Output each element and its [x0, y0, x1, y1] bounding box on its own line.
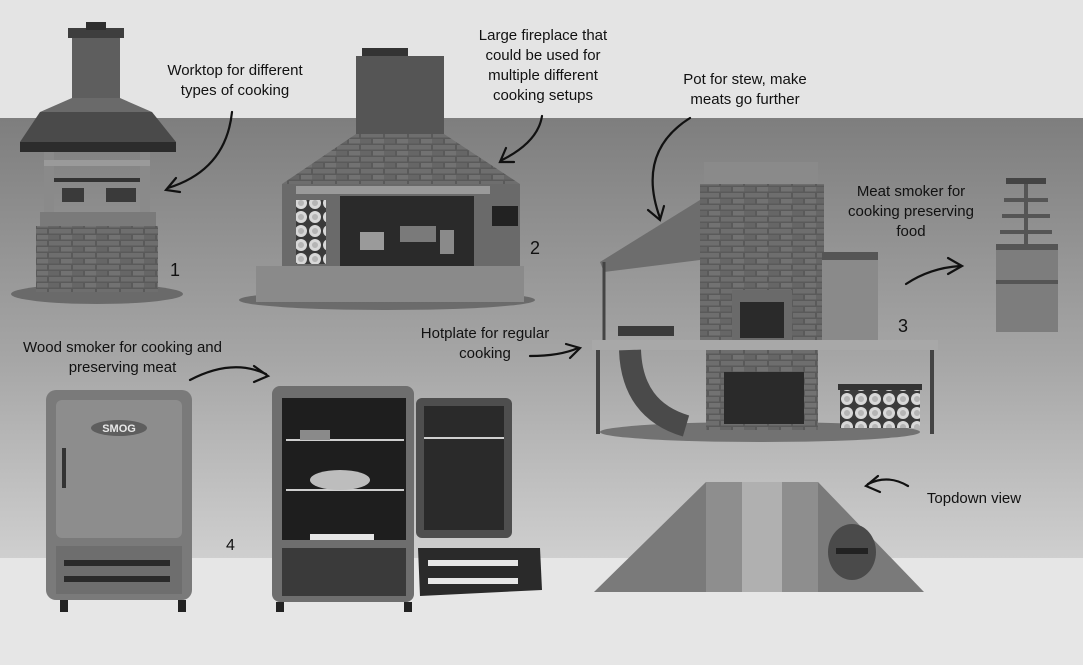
arrow-meat-smoker: [904, 264, 962, 286]
note-meat-smoker: Meat smoker for cooking preserving food: [848, 183, 974, 240]
note-fireplace: Large fireplace that could be used for m…: [478, 27, 608, 104]
note-wood-smoker: Wood smoker for cooking and preserving m…: [23, 339, 222, 376]
arrow-pot: [651, 116, 692, 220]
wood-smoker-closed-illustration: [46, 390, 192, 612]
meat-smoker-illustration: [996, 178, 1058, 332]
arrow-pot-head: [646, 204, 666, 222]
wood-smoker-open-illustration: [272, 386, 542, 612]
arrow-wood-smoker-head: [252, 364, 271, 384]
arrow-meat-smoker-head: [946, 256, 965, 276]
note-pot: Pot for stew, make meats go further: [683, 71, 807, 108]
arrow-topdown-head: [863, 474, 882, 494]
arrow-hotplate: [528, 346, 580, 358]
worktop-illustration: [11, 22, 183, 304]
fridge-brand-label: SMOG: [102, 423, 136, 435]
wood-smoker-number: 4: [226, 537, 235, 554]
worktop-number: 1: [170, 260, 180, 280]
annotation-arrows: [163, 110, 965, 494]
arrow-worktop-head: [163, 176, 182, 194]
note-worktop: Worktop for different types of cooking: [167, 62, 303, 99]
topdown-view-illustration: [594, 482, 924, 592]
fireplace-number: 2: [530, 238, 540, 258]
arrow-fireplace-head: [498, 146, 516, 164]
note-topdown: Topdown view: [926, 490, 1022, 507]
note-hotplate: Hotplate for regular cooking: [420, 325, 550, 362]
cooking-station-illustration: [592, 162, 938, 442]
arrow-hotplate-head: [564, 342, 583, 360]
station-number: 3: [898, 316, 908, 336]
arrow-wood-smoker: [188, 366, 268, 382]
arrow-fireplace: [500, 114, 544, 162]
arrow-worktop: [166, 110, 234, 190]
fireplace-illustration: [239, 48, 535, 310]
